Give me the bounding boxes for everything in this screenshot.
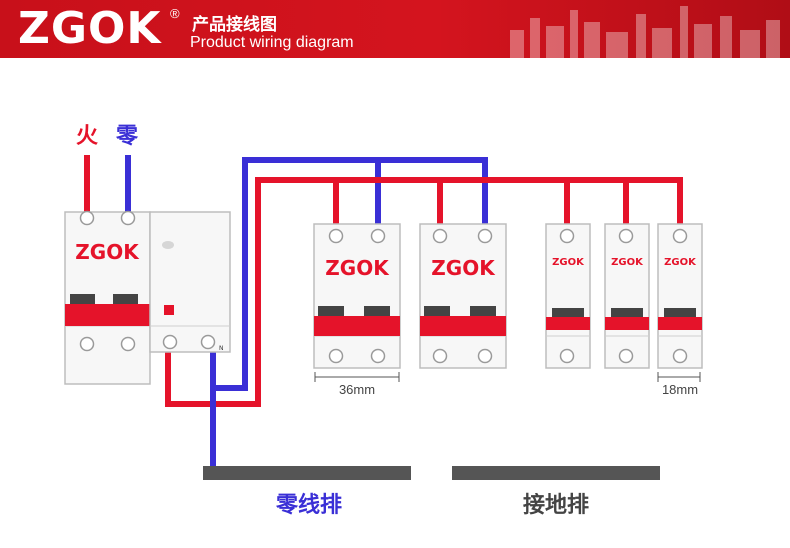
breaker-wide-2-brand: ZGOK [431, 256, 496, 280]
breaker-wide-2: ZGOK [419, 223, 507, 369]
page-title-cn: 产品接线图 [192, 15, 277, 34]
main-breaker-brand: ZGOK [75, 240, 140, 264]
wiring-diagram: 火 零 ZGOK N ZGOK [64, 124, 703, 518]
breaker-narrow-2: ZGOK [604, 223, 650, 369]
neutral-label: 零 [115, 124, 139, 149]
ground-busbar-label: 接地排 [523, 493, 589, 518]
neutral-busbar [203, 466, 411, 480]
header-banner: ZGOK ® 产品接线图 Product wiring diagram [0, 0, 790, 58]
dimension-18mm: 18mm [657, 372, 701, 397]
brand-logo: ZGOK [18, 3, 162, 54]
dimension-36mm: 36mm [314, 372, 400, 397]
neutral-distribution-wire [213, 157, 488, 391]
breaker-narrow-3-brand: ZGOK [664, 257, 697, 268]
live-distribution-wire [165, 177, 683, 407]
dimension-18mm-label: 18mm [662, 382, 698, 397]
main-breaker: ZGOK [64, 210, 151, 385]
breaker-wide-1-brand: ZGOK [325, 256, 390, 280]
registered-mark: ® [170, 6, 180, 21]
breaker-narrow-1: ZGOK [545, 223, 591, 369]
rcd-module: N [149, 211, 231, 353]
dimension-36mm-label: 36mm [339, 382, 375, 397]
page-title-en: Product wiring diagram [190, 34, 354, 51]
rcd-n-mark: N [219, 345, 224, 352]
city-skyline-graphic [510, 6, 780, 58]
breaker-narrow-3: ZGOK [657, 223, 703, 369]
live-label: 火 [76, 124, 98, 149]
breaker-wide-1: ZGOK [313, 223, 401, 369]
breaker-narrow-1-brand: ZGOK [552, 257, 585, 268]
breaker-narrow-2-brand: ZGOK [611, 257, 644, 268]
ground-busbar [452, 466, 660, 480]
neutral-busbar-label: 零线排 [275, 492, 342, 518]
